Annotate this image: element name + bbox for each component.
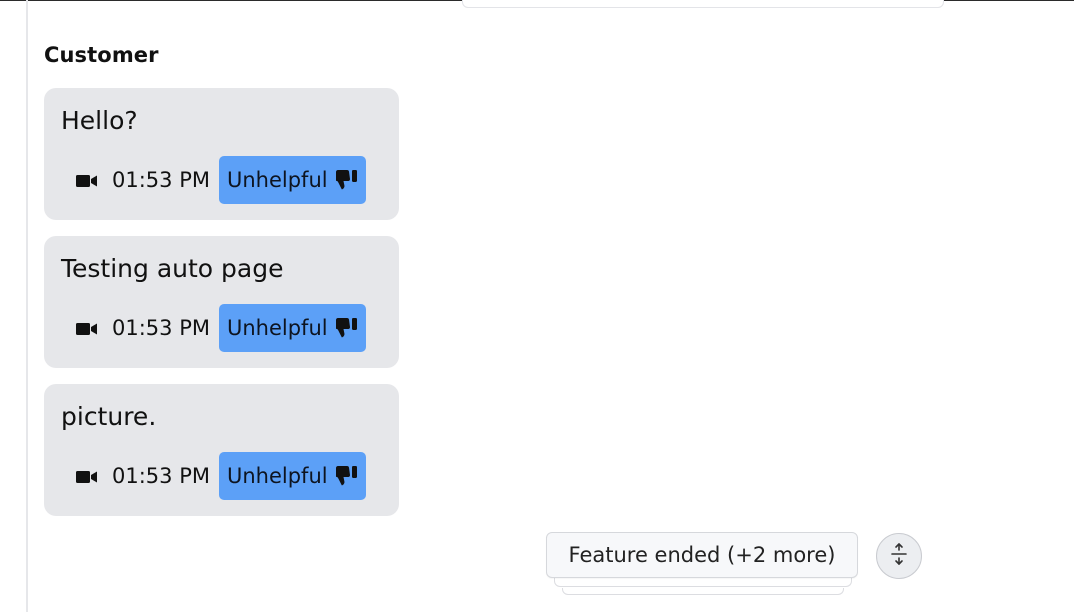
message-time: 01:53 PM: [112, 316, 210, 340]
unhelpful-button-label: Unhelpful: [226, 316, 328, 340]
stacked-event-card: [554, 578, 852, 587]
video-camera-icon: [76, 173, 98, 187]
thumbs-down-icon: [334, 317, 358, 339]
stacked-event-card: [562, 588, 844, 595]
message-text: Hello?: [61, 106, 138, 135]
unhelpful-button[interactable]: Unhelpful: [218, 156, 366, 204]
timeline-rail: [26, 0, 28, 612]
unhelpful-button-label: Unhelpful: [226, 464, 328, 488]
thumbs-down-icon: [334, 169, 358, 191]
event-summary-pill[interactable]: Feature ended (+2 more): [546, 532, 858, 578]
expand-collapse-icon: [890, 542, 908, 570]
message-bubble: Testing auto page 01:53 PM Unhelpful: [44, 236, 399, 368]
unhelpful-button[interactable]: Unhelpful: [218, 304, 366, 352]
message-bubble: picture. 01:53 PM Unhelpful: [44, 384, 399, 516]
message-meta: 01:53 PM Unhelpful: [76, 452, 366, 500]
message-bubble: Hello? 01:53 PM Unhelpful: [44, 88, 399, 220]
thumbs-down-icon: [334, 465, 358, 487]
sender-label: Customer: [44, 43, 159, 67]
video-camera-icon: [76, 469, 98, 483]
message-meta: 01:53 PM Unhelpful: [76, 304, 366, 352]
event-summary-label: Feature ended (+2 more): [568, 543, 836, 567]
message-text: picture.: [61, 402, 157, 431]
unhelpful-button[interactable]: Unhelpful: [218, 452, 366, 500]
unhelpful-button-label: Unhelpful: [226, 168, 328, 192]
expand-events-button[interactable]: [876, 533, 922, 579]
video-camera-icon: [76, 321, 98, 335]
message-time: 01:53 PM: [112, 464, 210, 488]
previous-card-edge: [462, 0, 944, 8]
message-time: 01:53 PM: [112, 168, 210, 192]
message-text: Testing auto page: [61, 254, 284, 283]
message-meta: 01:53 PM Unhelpful: [76, 156, 366, 204]
